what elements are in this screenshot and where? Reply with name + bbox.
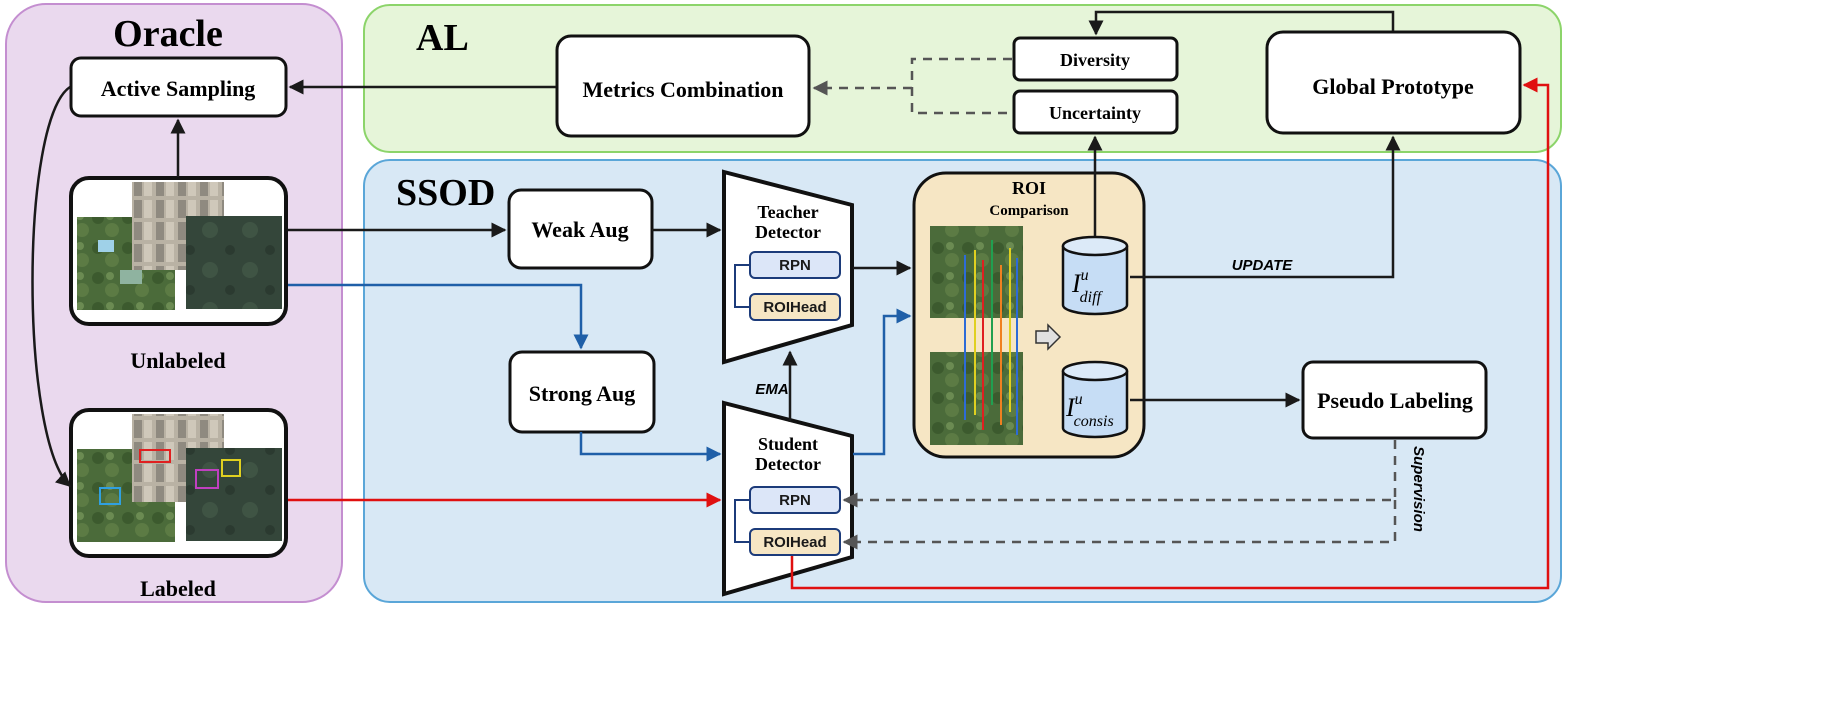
i-diff-base: I — [1071, 269, 1082, 298]
ema-label: EMA — [755, 381, 788, 398]
global-prototype-label: Global Prototype — [1312, 74, 1474, 99]
al-title: AL — [416, 17, 469, 59]
labeled-photo-c — [186, 448, 282, 541]
roi-image-bottom — [930, 352, 1023, 445]
metrics-combination-label: Metrics Combination — [582, 77, 783, 102]
unlabeled-image-set — [69, 176, 288, 326]
roi-subtitle: Comparison — [989, 203, 1069, 219]
strong-aug-label: Strong Aug — [529, 381, 636, 406]
edge-global-prototype-to-diversity — [1088, 10, 1395, 36]
student-rpn-module — [749, 486, 841, 514]
weak-aug-box: Weak Aug — [507, 188, 654, 270]
student-detector-title-line2: Detector — [755, 454, 821, 474]
i-diff-sub: diff — [1080, 289, 1104, 306]
edge-strong-aug-to-student — [579, 432, 722, 462]
global-prototype-box: Global Prototype — [1265, 30, 1522, 135]
pseudo-labeling-box: Pseudo Labeling — [1301, 360, 1488, 440]
roi-title: ROI — [1012, 178, 1046, 198]
teacher-detector: Teacher Detector RPN ROIHead — [722, 169, 854, 365]
pseudo-labeling-label: Pseudo Labeling — [1317, 388, 1473, 413]
active-sampling-box: Active Sampling — [69, 56, 288, 118]
teacher-rpn-label: RPN — [779, 257, 811, 274]
unlabeled-label: Unlabeled — [130, 348, 225, 373]
edge-unlabeled-to-strong-aug — [288, 283, 589, 350]
student-detector: Student Detector RPN ROIHead — [722, 400, 854, 597]
uncertainty-label: Uncertainty — [1049, 103, 1141, 123]
i-diff-cylinder: Iu diff — [1061, 235, 1129, 316]
metrics-combination-box: Metrics Combination — [555, 34, 811, 138]
teacher-rpn-module — [749, 251, 841, 279]
student-detector-title-line1: Student — [758, 434, 818, 454]
diversity-label: Diversity — [1060, 50, 1130, 70]
i-consis-sup: u — [1075, 391, 1083, 408]
labeled-image-set — [69, 408, 288, 558]
teacher-detector-title-line2: Detector — [755, 222, 821, 242]
roi-match-lines — [964, 240, 1018, 435]
i-consis-base: I — [1065, 393, 1076, 422]
strong-aug-box: Strong Aug — [508, 350, 656, 434]
roi-image-top — [930, 226, 1023, 318]
edge-supervision-to-rpn — [842, 440, 1397, 508]
oracle-title: Oracle — [113, 13, 223, 55]
edge-active-sampling-to-labeled — [31, 85, 72, 488]
active-sampling-label: Active Sampling — [101, 76, 256, 101]
teacher-roihead-label: ROIHead — [763, 299, 826, 316]
edge-idiff-update-global-prototype — [1130, 135, 1401, 279]
ssod-title: SSOD — [396, 172, 495, 214]
labeled-label: Labeled — [140, 576, 216, 601]
roi-compare-arrow-icon — [1035, 323, 1062, 351]
i-diff-sup: u — [1081, 267, 1089, 284]
edge-student-to-roi — [853, 308, 912, 456]
supervision-label: Supervision — [1410, 446, 1427, 532]
student-roihead-label: ROIHead — [763, 534, 826, 551]
teacher-detector-title-line1: Teacher — [757, 202, 818, 222]
i-consis-cylinder: Iu consis — [1061, 360, 1129, 439]
student-rpn-label: RPN — [779, 492, 811, 509]
update-label: UPDATE — [1232, 257, 1294, 274]
student-roihead-module — [749, 528, 841, 556]
weak-aug-label: Weak Aug — [531, 217, 628, 242]
edges — [31, 10, 1550, 590]
aerial-photo-c — [186, 216, 282, 309]
edge-student-roihead-to-global-prototype — [790, 77, 1550, 590]
edge-diversity-bracket — [910, 57, 1012, 115]
diversity-box: Diversity — [1012, 36, 1179, 82]
teacher-roihead-module — [749, 293, 841, 321]
uncertainty-box: Uncertainty — [1012, 89, 1179, 135]
i-consis-sub: consis — [1074, 413, 1114, 430]
